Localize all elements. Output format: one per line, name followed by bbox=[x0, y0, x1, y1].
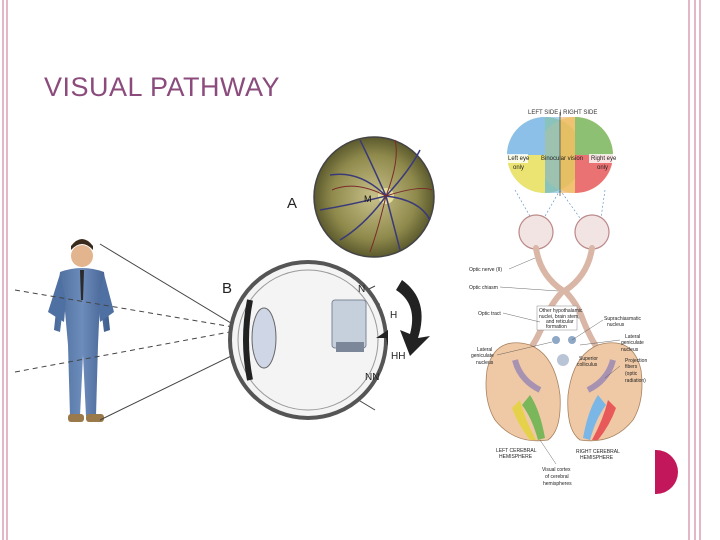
label-lgn-left-2: geniculate bbox=[471, 353, 494, 359]
label-proj-4: radiation) bbox=[625, 378, 646, 384]
label-suprachiasmatic-2: nucleus bbox=[607, 322, 625, 328]
label-other-4: formation bbox=[546, 324, 567, 330]
label-proj-3: (optic bbox=[625, 371, 638, 377]
label-right-hemisphere-2: HEMISPHERE bbox=[580, 455, 614, 461]
label-proj-2: fibers bbox=[625, 364, 638, 370]
label-visual-cortex-1: Visual cortex bbox=[542, 467, 571, 473]
label-lgn-left-3: nucleus bbox=[476, 360, 494, 366]
optic-pathway bbox=[525, 248, 603, 355]
label-lgn-right-2: geniculate bbox=[621, 340, 644, 346]
pathway-eyes bbox=[519, 215, 609, 249]
field-left-eye-sub: only bbox=[513, 165, 524, 171]
field-right-eye: Right eye bbox=[591, 156, 617, 162]
label-optic-chiasm: Optic chiasm bbox=[469, 285, 498, 291]
label-visual-cortex-3: hemispheres bbox=[543, 481, 572, 487]
label-visual-cortex-2: of cerebral bbox=[545, 474, 569, 480]
label-lgn-right-3: nucleus bbox=[621, 347, 639, 353]
label-superior-2: colliculus bbox=[577, 362, 598, 368]
label-left-hemisphere-2: HEMISPHERE bbox=[499, 454, 533, 460]
field-binocular: Binocular vision bbox=[541, 156, 583, 162]
field-left-eye: Left eye bbox=[508, 156, 530, 162]
sides-header: LEFT SIDE | RIGHT SIDE bbox=[528, 110, 597, 116]
corner-decoration bbox=[654, 450, 686, 494]
label-optic-nerve: Optic nerve (II) bbox=[469, 267, 502, 273]
label-optic-tract: Optic tract bbox=[478, 311, 501, 317]
brain-hemispheres bbox=[486, 336, 642, 441]
field-right-eye-sub: only bbox=[597, 165, 608, 171]
